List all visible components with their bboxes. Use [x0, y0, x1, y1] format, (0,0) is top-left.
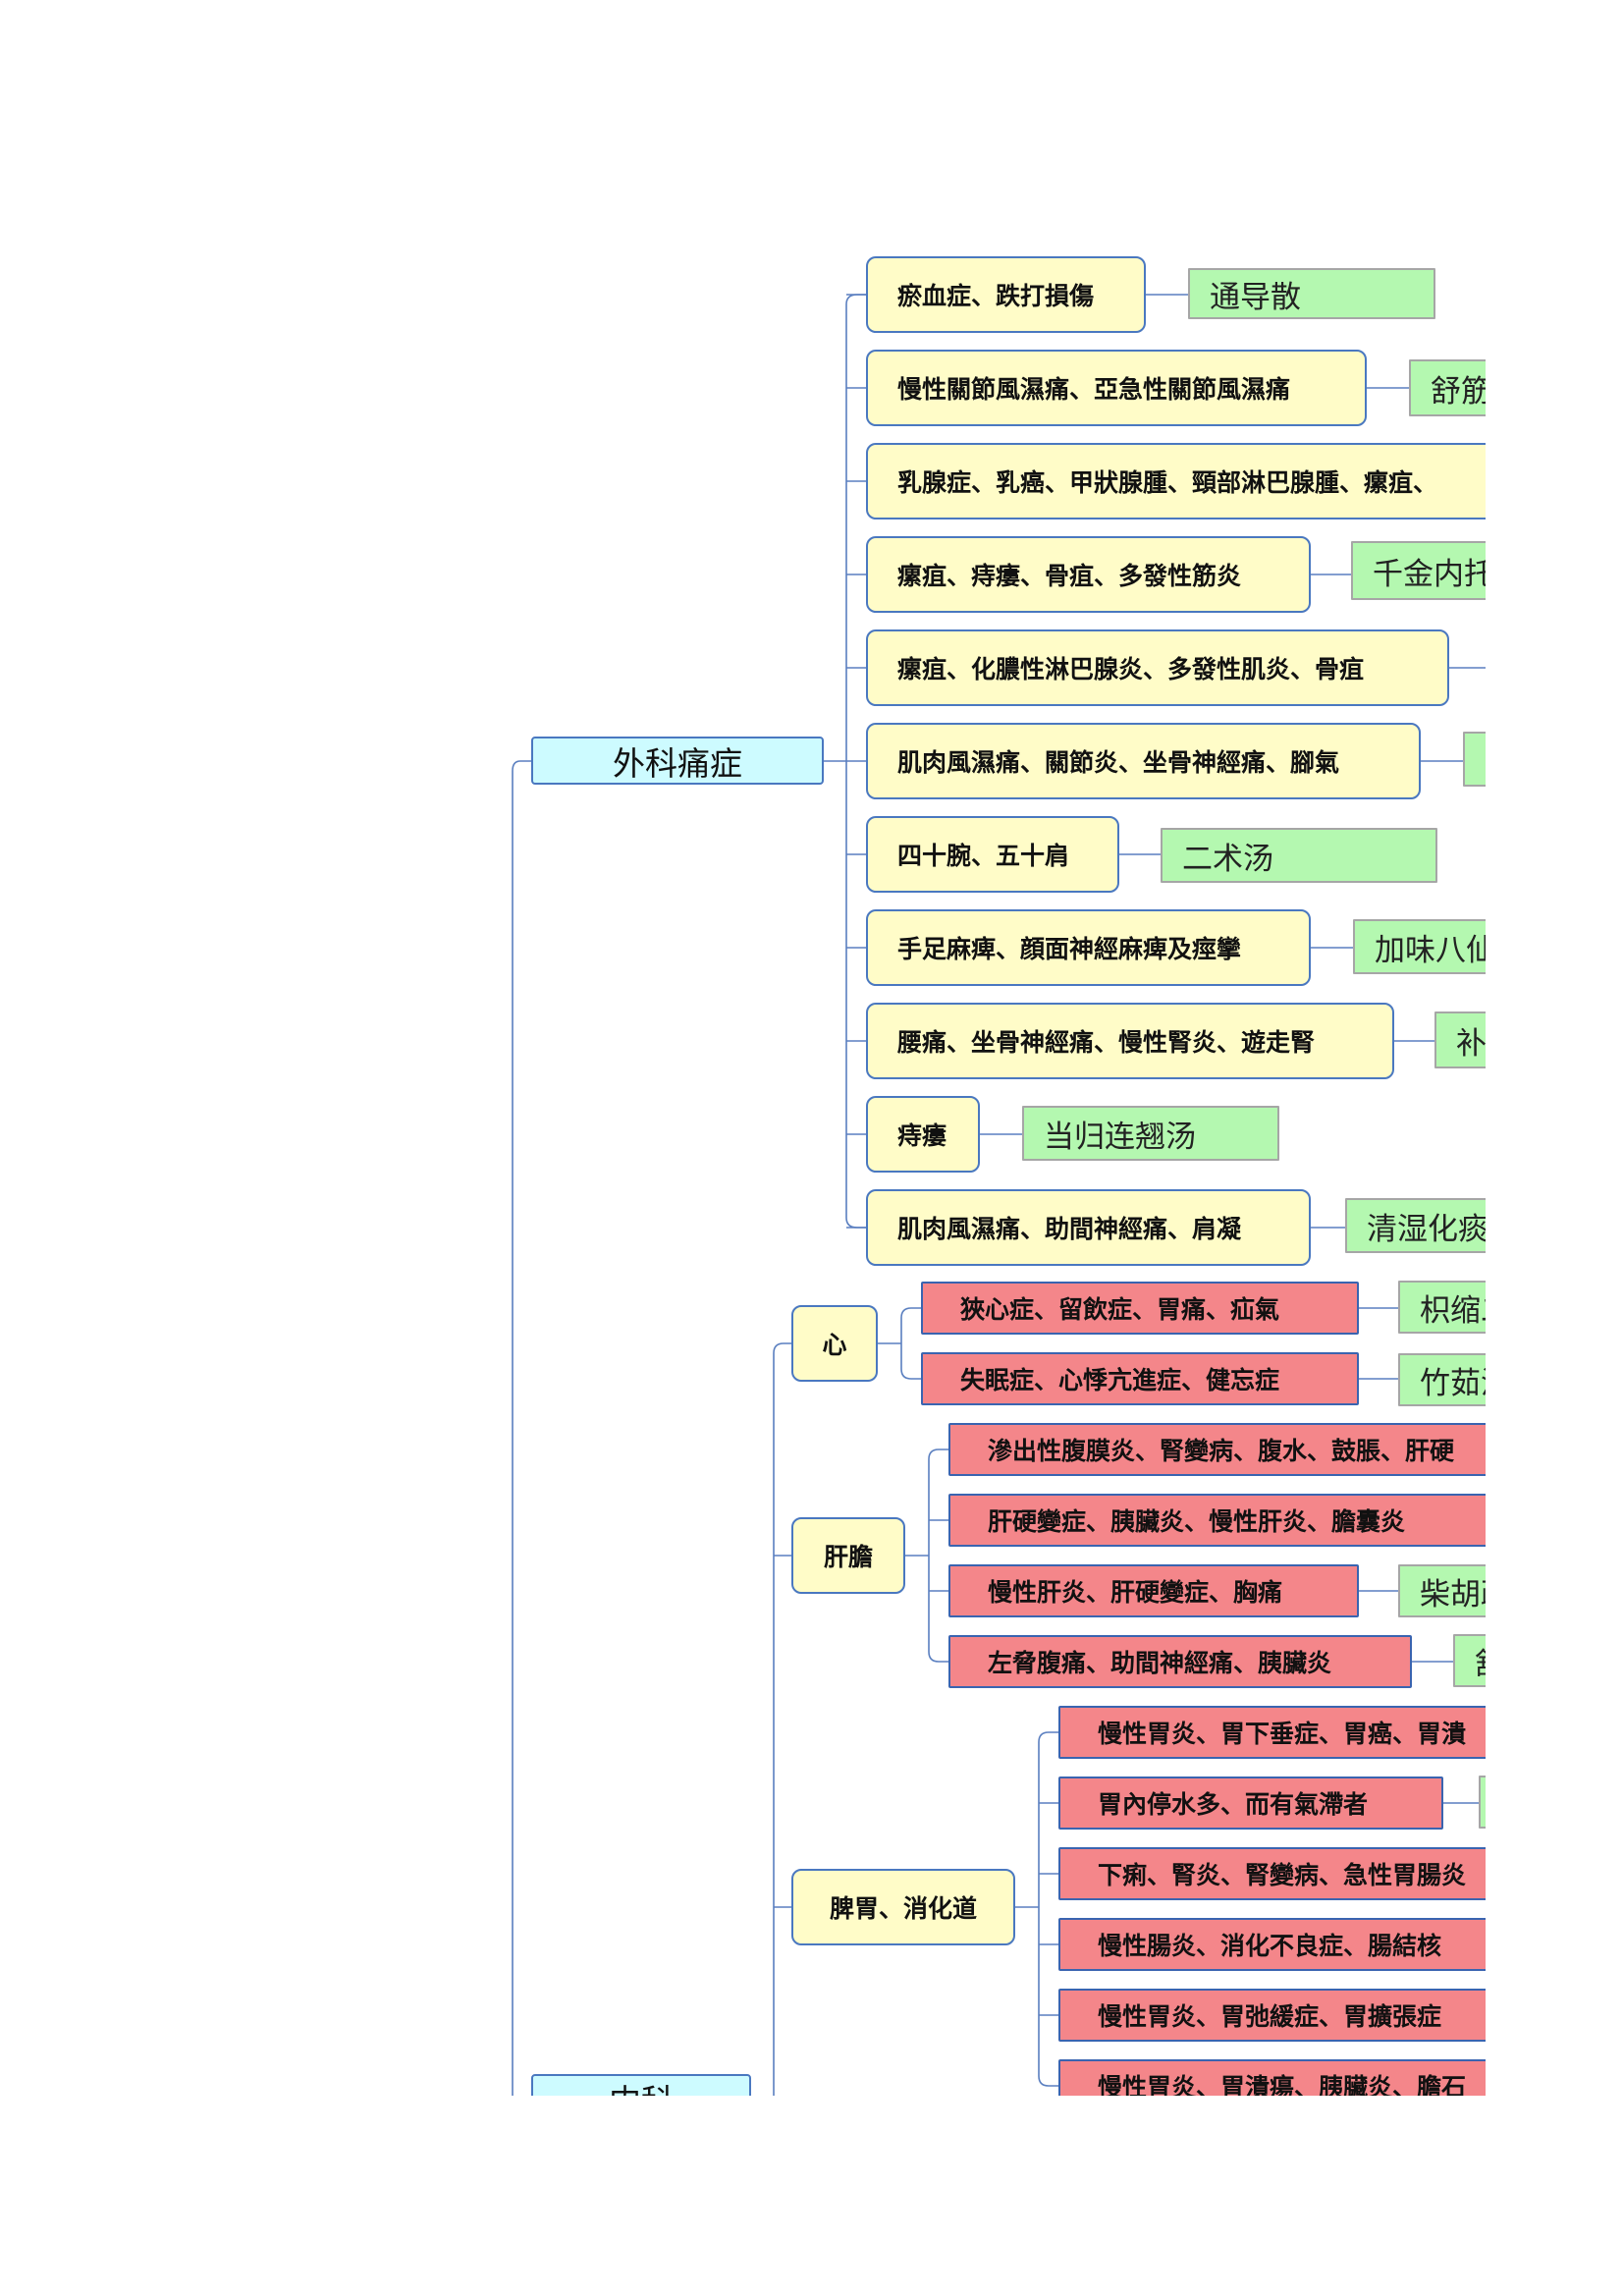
surgical-symptom[interactable]: 肌肉風濕痛、助間神經痛、肩凝	[866, 1189, 1311, 1266]
heart-symptom[interactable]: 狹心症、留飲症、胃痛、疝氣	[921, 1282, 1359, 1335]
formula-tag[interactable]: 当归连翘汤	[1022, 1106, 1279, 1161]
stomach-symptom[interactable]: 慢性腸炎、消化不良症、腸結核	[1058, 1918, 1486, 1971]
surgical-symptom[interactable]: 腰痛、坐骨神經痛、慢性腎炎、遊走腎	[866, 1003, 1394, 1079]
surgical-symptom[interactable]: 手足麻痺、顔面神經麻痺及痙攣	[866, 909, 1311, 986]
formula-tag[interactable]: 补阳	[1434, 1011, 1486, 1068]
liver-symptom[interactable]: 滲出性腹膜炎、腎變病、腹水、鼓脹、肝硬	[948, 1423, 1486, 1476]
heart-symptom[interactable]: 失眠症、心悸亢進症、健忘症	[921, 1352, 1359, 1405]
formula-tag[interactable]: 通导散	[1188, 268, 1435, 319]
stomach-symptom[interactable]: 下痢、腎炎、腎變病、急性胃腸炎	[1058, 1847, 1486, 1900]
formula-tag[interactable]: 清湿化痰汤	[1345, 1198, 1486, 1253]
surgical-symptom[interactable]: 瘀血症、跌打損傷	[866, 256, 1146, 333]
surgical-symptom[interactable]: 痔瘻	[866, 1096, 980, 1173]
surgical-symptom[interactable]: 肌肉風濕痛、關節炎、坐骨神經痛、腳氣	[866, 723, 1421, 799]
category-surgical-pain[interactable]: 外科痛症	[531, 737, 824, 785]
mind-map: 外科痛症 内科 瘀血症、跌打損傷 慢性關節風濕痛、亞急性關節風濕痛 乳腺症、乳癌…	[512, 256, 1486, 2096]
surgical-symptom[interactable]: 乳腺症、乳癌、甲狀腺腫、頸部淋巴腺腫、瘰疽、	[866, 443, 1486, 519]
formula-tag[interactable]: 竹茹温	[1398, 1353, 1486, 1406]
stomach-symptom[interactable]: 慢性胃炎、胃弛緩症、胃擴張症	[1058, 1989, 1486, 2042]
organ-stomach-digestive[interactable]: 脾胃、消化道	[791, 1869, 1015, 1945]
surgical-symptom[interactable]: 慢性關節風濕痛、亞急性關節風濕痛	[866, 350, 1367, 426]
formula-tag[interactable]: 舒	[1463, 732, 1486, 787]
connector-line	[928, 1449, 948, 1663]
category-internal-medicine[interactable]: 内科	[531, 2074, 751, 2096]
connector-line	[1038, 1731, 1058, 2087]
organ-heart[interactable]: 心	[791, 1305, 878, 1382]
stomach-symptom[interactable]: 慢性胃炎、胃下垂症、胃癌、胃潰	[1058, 1706, 1486, 1759]
connector-line	[773, 1342, 791, 2096]
stomach-symptom[interactable]: 慢性胃炎、胃潰瘍、胰臟炎、膽石	[1058, 2059, 1486, 2096]
organ-liver-gallbladder[interactable]: 肝膽	[791, 1517, 905, 1594]
formula-tag[interactable]: 千金内托	[1351, 541, 1486, 600]
formula-tag[interactable]: 柴胡疏	[1398, 1564, 1486, 1617]
surgical-symptom[interactable]: 瘰疽、化膿性淋巴腺炎、多發性肌炎、骨疽	[866, 629, 1449, 706]
formula-tag[interactable]: 舒筋	[1409, 359, 1486, 416]
formula-tag[interactable]	[1479, 1776, 1486, 1829]
surgical-symptom[interactable]: 四十腕、五十肩	[866, 816, 1119, 893]
formula-tag[interactable]: 枳缩二	[1398, 1281, 1486, 1334]
liver-symptom[interactable]: 肝硬變症、胰臟炎、慢性肝炎、膽囊炎	[948, 1494, 1486, 1547]
formula-tag[interactable]: 加味八仙	[1353, 919, 1486, 974]
formula-tag[interactable]: 舒	[1453, 1634, 1486, 1687]
connector-lines	[512, 294, 1486, 2096]
liver-symptom[interactable]: 慢性肝炎、肝硬變症、胸痛	[948, 1564, 1359, 1617]
stomach-symptom[interactable]: 胃內停水多、而有氣滯者	[1058, 1777, 1443, 1830]
connector-line	[512, 760, 531, 2096]
surgical-symptom[interactable]: 瘰疽、痔瘻、骨疽、多發性筋炎	[866, 536, 1311, 613]
formula-tag[interactable]: 二术汤	[1161, 828, 1437, 883]
connector-line	[900, 1307, 921, 1380]
liver-symptom[interactable]: 左脅腹痛、助間神經痛、胰臟炎	[948, 1635, 1412, 1688]
